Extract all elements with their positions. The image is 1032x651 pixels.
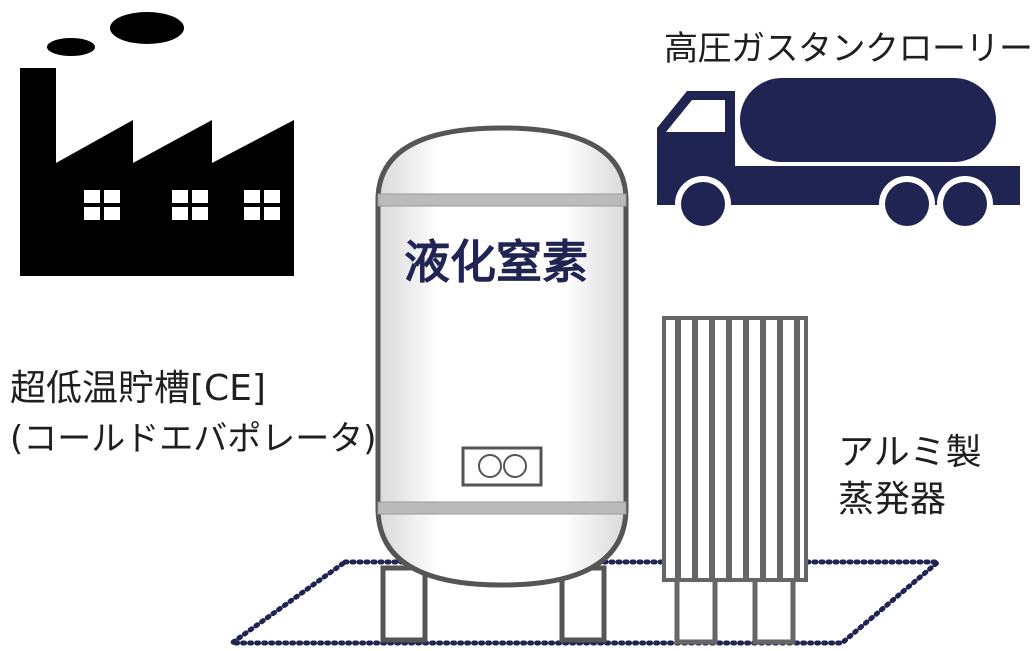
evaporator-leg-right (752, 575, 796, 645)
factory-silhouette (20, 68, 294, 276)
tank-bottom-dome (375, 505, 629, 588)
tank-top-band (377, 193, 627, 207)
evaporator-label: アルミ製 蒸発器 (838, 430, 982, 524)
gauge-panel (461, 446, 543, 487)
tank-content-label: 液化窒素 (404, 235, 588, 289)
factory-windows (84, 190, 280, 220)
factory-icon (20, 12, 294, 276)
smoke-puff-large (110, 12, 184, 44)
tank-legs (380, 565, 607, 643)
cab-window (666, 100, 725, 132)
ce-name-label: 超低温貯槽[CE] (10, 368, 266, 409)
aluminum-evaporator (662, 316, 808, 645)
smoke-puff-small (47, 38, 95, 56)
evaporator-body (662, 316, 808, 582)
truck-tank (740, 78, 996, 162)
tank-top-dome (375, 125, 629, 203)
tank-truck-icon (657, 78, 1020, 232)
tank-bottom-band (377, 501, 627, 515)
gauge-right (503, 454, 527, 478)
truck-cab (657, 91, 1020, 205)
truck-wheels (675, 176, 993, 232)
evaporator-leg-left (674, 575, 718, 645)
ce-subtitle-label: (コールドエバポレータ) (10, 419, 377, 459)
tank-truck-label: 高圧ガスタンクローリー (664, 29, 1032, 69)
evaporator-label-line2: 蒸発器 (838, 478, 947, 520)
evaporator-fins (675, 318, 800, 580)
cold-evaporator-tank (375, 125, 629, 643)
evaporator-label-line1: アルミ製 (838, 432, 982, 473)
gauge-left (478, 454, 502, 478)
